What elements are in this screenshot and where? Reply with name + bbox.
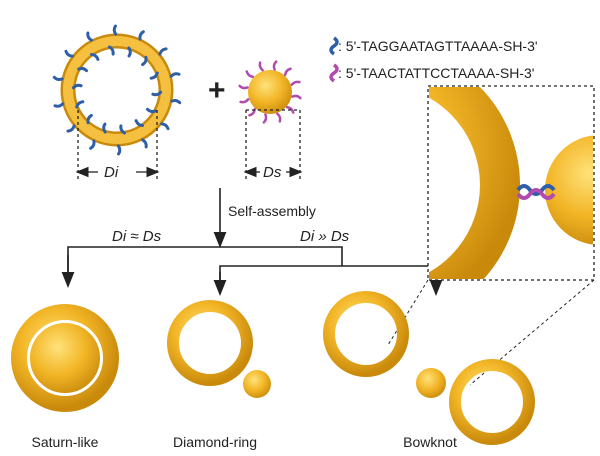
dna-strand [86,113,93,125]
dna-strand [276,112,282,123]
dna-strand [272,60,278,71]
dna-strand [151,90,163,97]
large-ring-with-dna [52,24,182,156]
dna-strand [52,75,64,82]
dna-strand [77,66,89,73]
dna-strand [75,100,85,109]
plus-sign: + [208,74,226,107]
blue-dna-icon [516,184,556,196]
dna-strand [119,124,127,135]
dna-strand [112,24,118,36]
dna-strand [262,113,268,124]
dna-strand [158,47,168,56]
dna-strand [141,138,148,149]
dna-strand [138,30,145,41]
dna-strand [53,102,65,108]
ds-label: Ds [263,164,282,181]
dna-strand [170,98,182,105]
condition-much-greater-label: Di » Ds [300,228,350,245]
di-label: Di [104,164,119,181]
dna-strand [64,49,74,58]
strand-a-sequence: : 5'-TAGGAATAGTTAAAA-SH-3' [338,38,538,54]
dna-strand [102,122,107,134]
small-sphere-with-dna [238,60,302,124]
pink-dna-icon [329,63,339,83]
product-label-saturn-like: Saturn-like [32,434,99,450]
pink-dna-icon [516,188,556,200]
strand-b-sequence: : 5'-TAACTATTCCTAAAA-SH-3' [338,65,534,81]
dna-strand [290,80,301,86]
dna-strand [90,53,100,61]
self-assembly-label: Self-assembly [228,203,316,219]
dna-strand [245,70,255,79]
blue-dna-icon [329,36,339,56]
dna-strand [169,72,181,78]
dna-strand [145,107,157,114]
dna-strand [285,105,295,114]
condition-equal-label: Di ≈ Ds [112,228,162,245]
saturn-like-structure [11,304,119,412]
dna-strand [71,83,83,90]
dna-strand [66,124,76,133]
dna-strand [283,67,292,77]
dna-strand [107,45,115,56]
bowknot-structure [323,291,535,445]
legend: : 5'-TAGGAATAGTTAAAA-SH-3' : 5'-TAACTATT… [329,36,538,83]
dna-strand [239,98,250,104]
product-label-bowknot: Bowknot [403,434,457,450]
dna-strand [134,119,144,127]
dna-strand [89,139,96,150]
dna-strand [116,144,122,156]
dna-strand [127,46,132,58]
diamond-ring-structure [167,300,271,398]
dna-strand [149,71,159,80]
dna-strand [141,55,148,67]
dna-strand [238,84,249,90]
product-label-diamond-ring: Diamond-ring [173,434,257,450]
dna-strand [86,31,93,42]
dna-strand [291,94,302,100]
dimension-guides [77,109,301,180]
dna-strand [258,61,264,72]
dna-strand [160,122,170,131]
junction-inset [387,85,595,386]
